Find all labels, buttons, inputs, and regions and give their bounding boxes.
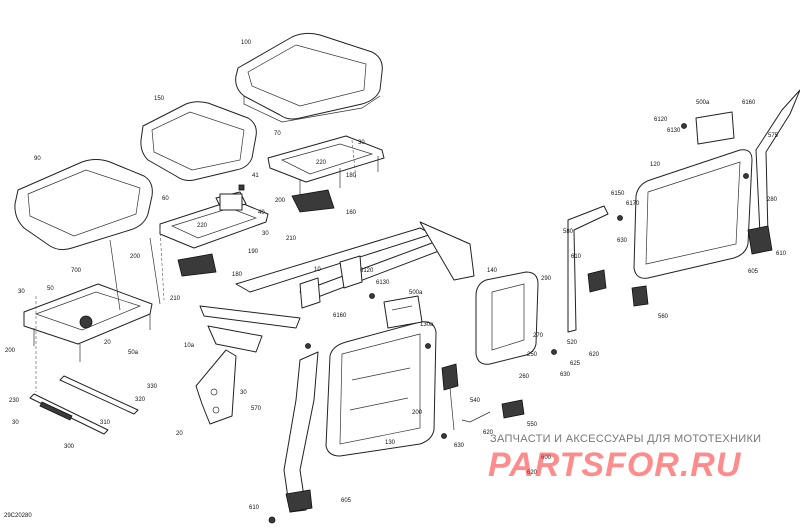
callout-label: 520	[567, 340, 578, 346]
callout-label: 620	[527, 470, 538, 476]
callout-label: 41	[252, 173, 259, 179]
callout-label: 6130	[667, 128, 681, 134]
callout-label: 50a	[128, 350, 139, 356]
callout-label: 200	[412, 410, 423, 416]
callout-label: 600	[541, 455, 552, 461]
callout-label: 605	[341, 498, 352, 504]
callout-label: 180	[346, 173, 357, 179]
belt-580	[567, 205, 609, 333]
callout-label: 605	[748, 269, 759, 275]
callout-label: 30	[358, 140, 365, 146]
callout-label: 160	[346, 210, 357, 216]
watermark-logo: PARTSFOR.RU	[488, 446, 742, 482]
callout-label: 150	[154, 96, 165, 102]
callout-label: 30	[18, 289, 25, 295]
seat-cushion-100	[235, 32, 383, 123]
callout-label: 6160	[333, 313, 347, 319]
callout-label: 6150	[611, 191, 625, 197]
callout-label: 20	[176, 431, 183, 437]
callout-label: 60	[162, 196, 169, 202]
callout-label: 630	[454, 443, 465, 449]
callout-label: 120	[650, 162, 661, 168]
callout-label: 200	[130, 254, 141, 260]
callout-label: 260	[519, 374, 530, 380]
seat-frame-70	[267, 135, 385, 213]
callout-label: 580	[563, 229, 574, 235]
callout-label: 70	[274, 131, 281, 137]
callout-label: 210	[286, 236, 297, 242]
callout-label: 310	[100, 420, 111, 426]
seat-rails	[29, 375, 139, 435]
callout-label: 180	[232, 272, 243, 278]
callout-label: 630	[617, 238, 628, 244]
callout-label: 630	[560, 372, 571, 378]
belt-570	[283, 351, 319, 513]
callout-label: 40	[258, 210, 265, 216]
diagram-code: 29C20280	[4, 513, 32, 519]
callout-label: 6120	[654, 117, 668, 123]
callout-label: 250	[527, 352, 538, 358]
belt-575	[747, 89, 800, 255]
callout-label: 300	[64, 444, 75, 450]
callout-label: 700	[71, 268, 82, 274]
callout-label: 280	[767, 197, 778, 203]
callout-label: 290	[541, 276, 552, 282]
callout-label: 330	[147, 384, 158, 390]
seat-back-130	[325, 295, 437, 457]
callout-label: 190	[248, 249, 259, 255]
callout-label: 320	[135, 397, 146, 403]
callout-label: 20	[104, 340, 111, 346]
watermark-logo-text: PARTSFOR.RU	[488, 446, 742, 482]
callout-label: 560	[658, 314, 669, 320]
callout-label: 610	[249, 505, 260, 511]
callout-label: 550	[527, 422, 538, 428]
callout-label: 10a	[184, 343, 195, 349]
callout-label: 10	[314, 267, 321, 273]
callout-label: 140	[487, 268, 498, 274]
callout-label: 610	[571, 254, 582, 260]
callout-label: 270	[533, 333, 544, 339]
callout-label: 625	[570, 361, 581, 367]
callout-label: 100	[241, 40, 252, 46]
callout-label: 30	[240, 390, 247, 396]
callout-label: 90	[34, 156, 41, 162]
callout-label: 130a	[420, 322, 434, 328]
callout-label: 570	[251, 406, 262, 412]
callout-label: 500a	[696, 100, 710, 106]
callout-label: 220	[197, 223, 208, 229]
callout-label: 200	[5, 348, 16, 354]
base-frame-700	[23, 237, 161, 362]
seat-cushion-90	[14, 159, 153, 251]
callout-label: 620	[589, 352, 600, 358]
callout-label: 540	[470, 398, 481, 404]
callout-label: 500a	[409, 290, 423, 296]
seat-cushion-150	[140, 101, 257, 181]
callout-label: 30	[262, 231, 269, 237]
callout-label: 210	[170, 296, 181, 302]
watermark-caption: ЗАПЧАСТИ И АКСЕССУАРЫ ДЛЯ МОТОТЕХНИКИ	[490, 433, 762, 445]
callout-label: 220	[316, 160, 327, 166]
frame-10	[199, 221, 475, 329]
bracket-10a	[195, 325, 263, 425]
seat-back-120	[633, 111, 753, 279]
callout-label: 200	[275, 198, 286, 204]
callout-label: 230	[9, 398, 20, 404]
callout-label: 6130	[376, 280, 390, 286]
seat-back-140	[475, 271, 539, 365]
callout-label: 610	[776, 251, 787, 257]
callout-label: 30	[12, 420, 19, 426]
callout-label: 6170	[626, 201, 640, 207]
callout-label: 50	[47, 286, 54, 292]
callout-label: 6160	[742, 100, 756, 106]
seat-frame-60	[159, 191, 269, 277]
callout-label: 130	[385, 440, 396, 446]
buckles	[441, 285, 649, 431]
callout-label: 575	[768, 133, 779, 139]
callout-label: 620	[483, 430, 494, 436]
fasteners	[35, 123, 749, 524]
callout-label: 6120	[360, 268, 374, 274]
